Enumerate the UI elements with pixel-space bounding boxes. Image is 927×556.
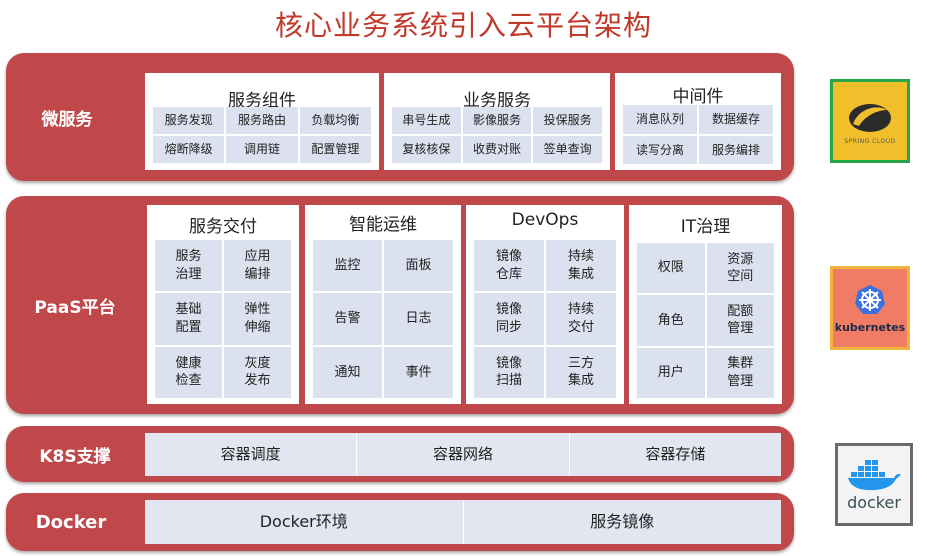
spring-cloud-logo: SPRING CLOUD (830, 79, 910, 163)
panel-middleware: 中间件 消息队列 数据缓存 读写分离 服务编排 (615, 73, 781, 170)
cell-logs: 日志 (384, 293, 453, 345)
cell-grid: 服务发现 服务路由 负载均衡 熔断降级 调用链 配置管理 (153, 107, 371, 163)
cell-circuit-breaker: 熔断降级 (153, 136, 225, 163)
panel-service-delivery: 服务交付 服务治理 应用编排 基础配置 弹性伸缩 健康检查 灰度发布 (147, 205, 299, 404)
cell-monitoring: 监控 (313, 240, 382, 292)
cell-review-underwriting: 复核核保 (392, 136, 461, 163)
paas-label: PaaS平台 (34, 297, 116, 318)
cell-permissions: 权限 (637, 243, 705, 294)
docker-logo: docker (835, 443, 913, 526)
cell-payment-reconcile: 收费对账 (462, 136, 532, 163)
cell-image-sync: 镜像同步 (474, 293, 544, 345)
cell-message-queue: 消息队列 (623, 105, 697, 134)
cell-policy-query: 签单查询 (533, 136, 602, 163)
cell-call-chain: 调用链 (226, 136, 298, 163)
cell-service-orchestration: 服务编排 (699, 135, 773, 164)
panel-title: 业务服务 (463, 91, 531, 111)
kubernetes-logo: kubernetes (830, 266, 910, 350)
panel-title: 服务组件 (228, 91, 296, 111)
cell-quota-management: 配额管理 (706, 295, 774, 346)
spring-logo-text: SPRING CLOUD (844, 137, 896, 145)
cell-app-orchestration: 应用编排 (224, 240, 291, 292)
cell-image-service: 影像服务 (462, 107, 532, 134)
cell-image-scan: 镜像扫描 (474, 346, 544, 398)
docker-strip: Docker环境 服务镜像 (145, 500, 781, 544)
cell-insurance-service: 投保服务 (533, 107, 602, 134)
panel-business-services: 业务服务 串号生成 影像服务 投保服务 复核核保 收费对账 签单查询 (384, 73, 610, 170)
cell-service-routing: 服务路由 (226, 107, 298, 134)
cell-grid: 服务治理 应用编排 基础配置 弹性伸缩 健康检查 灰度发布 (155, 240, 291, 398)
cell-continuous-integration: 持续集成 (546, 240, 616, 292)
cell-third-party-integration: 三方集成 (546, 346, 616, 398)
cell-grid: 权限 资源空间 角色 配额管理 用户 集群管理 (637, 243, 774, 398)
cell-notifications: 通知 (313, 346, 382, 398)
cell-canary-release: 灰度发布 (224, 346, 291, 398)
panel-title: DevOps (511, 210, 579, 230)
k8s-strip: 容器调度 容器网络 容器存储 (145, 433, 781, 476)
cell-config-management: 配置管理 (299, 136, 371, 163)
cell-elastic-scaling: 弹性伸缩 (224, 293, 291, 345)
panel-smart-ops: 智能运维 监控 面板 告警 日志 通知 事件 (305, 205, 461, 404)
cell-serial-number: 串号生成 (392, 107, 461, 134)
cell-load-balancing: 负载均衡 (299, 107, 371, 134)
cell-grid: 镜像仓库 持续集成 镜像同步 持续交付 镜像扫描 三方集成 (474, 240, 616, 398)
cell-read-write-split: 读写分离 (623, 135, 697, 164)
cell-service-discovery: 服务发现 (153, 107, 225, 134)
docker-whale-icon (848, 459, 901, 490)
k8s-label: K8S支撑 (39, 446, 111, 467)
page-title: 核心业务系统引入云平台架构 (274, 9, 652, 42)
panel-title: 服务交付 (189, 217, 257, 237)
docker-label: Docker (35, 511, 107, 533)
panel-title: 智能运维 (349, 215, 417, 235)
cell-grid: 监控 面板 告警 日志 通知 事件 (313, 240, 453, 398)
cell-users: 用户 (637, 347, 705, 398)
cell-events: 事件 (384, 346, 453, 398)
cell-resource-space: 资源空间 (706, 243, 774, 294)
cell-container-storage: 容器存储 (569, 433, 781, 476)
cell-container-scheduling: 容器调度 (145, 433, 358, 476)
cell-dashboard: 面板 (384, 240, 453, 292)
cell-cluster-management: 集群管理 (706, 347, 774, 398)
cell-data-cache: 数据缓存 (699, 105, 773, 134)
cell-roles: 角色 (637, 295, 705, 346)
cell-service-images: 服务镜像 (463, 500, 781, 544)
cell-alerts: 告警 (313, 293, 382, 345)
cell-continuous-delivery: 持续交付 (546, 293, 616, 345)
cell-grid: 消息队列 数据缓存 读写分离 服务编排 (623, 105, 773, 164)
panel-it-governance: IT治理 权限 资源空间 角色 配额管理 用户 集群管理 (629, 205, 782, 404)
panel-title: 中间件 (672, 87, 724, 107)
cell-base-config: 基础配置 (155, 293, 222, 345)
cell-grid: 串号生成 影像服务 投保服务 复核核保 收费对账 签单查询 (392, 107, 602, 163)
cell-service-governance: 服务治理 (155, 240, 222, 292)
spring-leaf-icon (849, 103, 891, 132)
cell-health-check: 健康检查 (155, 346, 222, 398)
helm-wheel-icon (855, 284, 885, 314)
microservice-label: 微服务 (41, 109, 93, 130)
docker-logo-text: docker (847, 492, 901, 512)
cell-docker-environment: Docker环境 (145, 500, 464, 544)
panel-title: IT治理 (680, 217, 731, 237)
panel-service-components: 服务组件 服务发现 服务路由 负载均衡 熔断降级 调用链 配置管理 (145, 73, 379, 170)
cell-container-network: 容器网络 (357, 433, 570, 476)
kubernetes-logo-text: kubernetes (834, 320, 906, 334)
panel-devops: DevOps 镜像仓库 持续集成 镜像同步 持续交付 镜像扫描 三方集成 (466, 205, 624, 404)
cell-image-registry: 镜像仓库 (474, 240, 544, 292)
